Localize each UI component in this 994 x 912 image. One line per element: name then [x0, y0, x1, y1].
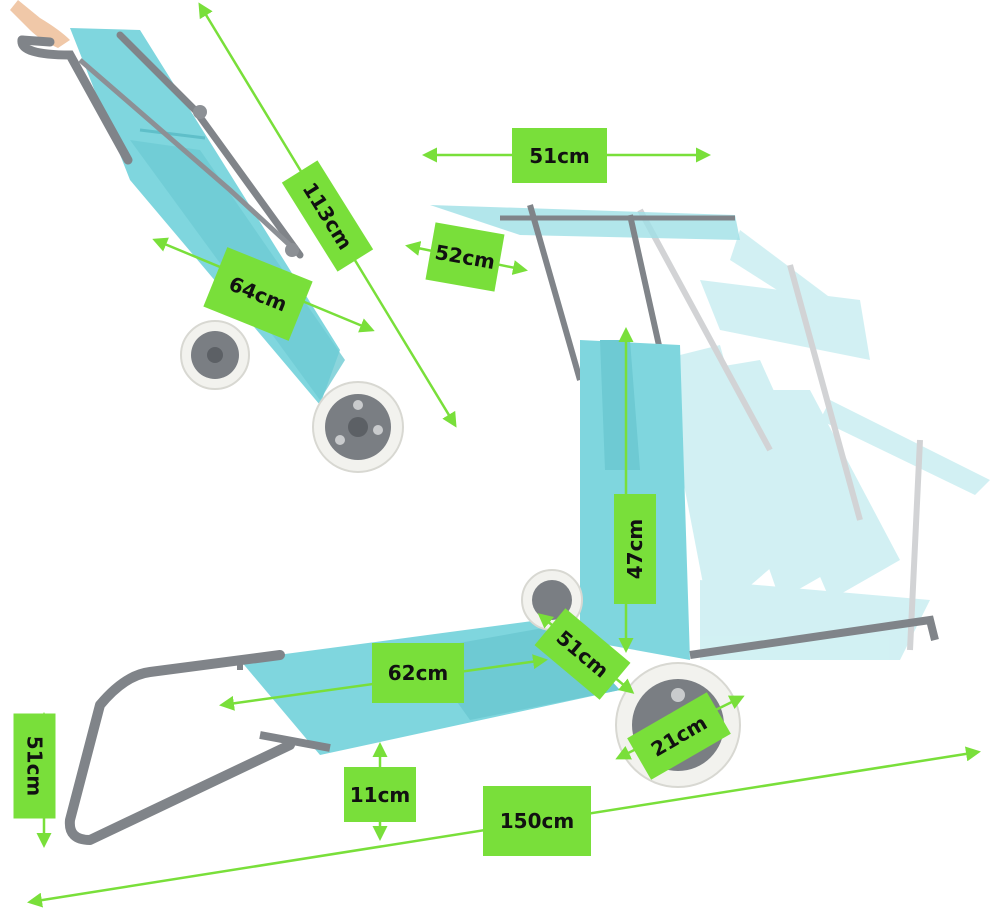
canopy-pole-left [527, 204, 583, 381]
folded-small-wheel [180, 320, 250, 390]
label-canopy-width: 51cm [512, 128, 607, 183]
label-total-length: 150cm [483, 786, 591, 856]
open-beach-lounger [64, 204, 990, 845]
label-seat-length: 62cm [372, 643, 464, 703]
front-frame [64, 650, 295, 845]
hand [10, 0, 70, 48]
folded-big-wheel [312, 381, 404, 473]
label-frame-height: 51cm [13, 713, 56, 819]
recline-positions [637, 208, 990, 660]
canopy [430, 205, 740, 240]
label-backrest-height: 47cm [614, 494, 656, 604]
label-seat-height: 11cm [344, 767, 416, 822]
label-canopy-depth: 52cm [425, 222, 505, 292]
